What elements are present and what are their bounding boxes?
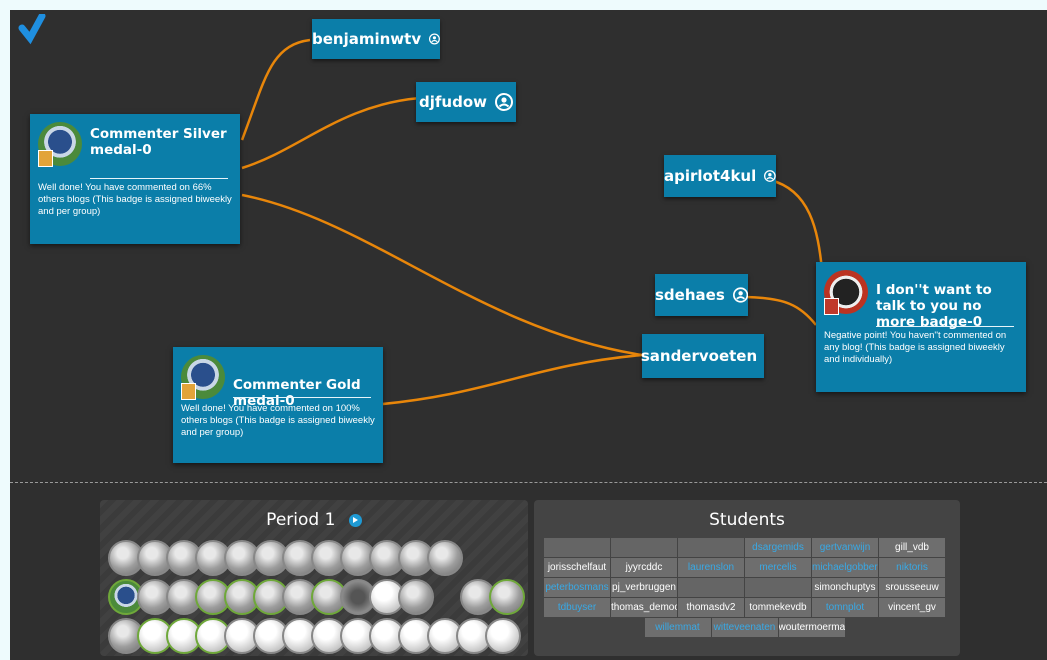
badge-header: Commenter Silver medal-0 [38,122,232,179]
student-cell[interactable]: jorisschelfaut [544,558,610,577]
section-divider [10,482,1047,483]
student-cell[interactable]: gill_vdb [879,538,945,557]
user-node-sdehaes[interactable]: sdehaes [655,274,748,316]
user-profile-icon [732,287,748,303]
badge-grid [108,540,525,657]
student-cell[interactable]: willemmat [644,618,711,637]
user-profile-icon [494,93,513,111]
student-cell [611,538,677,557]
student-cell[interactable]: thomas_demoor [611,598,677,617]
title-divider [233,397,371,398]
user-node-apirlot4kul[interactable]: apirlot4kul [664,155,776,197]
user-name: djfudow [419,93,487,111]
badge-description: Well done! You have commented on 66% oth… [38,182,232,217]
edge-apirlot-dontwant [769,178,824,271]
user-name: sandervoeten [640,347,758,365]
badge-row [108,618,522,657]
badge-description: Well done! You have commented on 100% ot… [181,403,375,438]
student-cell [678,538,744,557]
edge-silver-djfudow [241,96,421,170]
student-cell[interactable]: witteveenaten [711,618,778,637]
badge-icon[interactable] [427,540,463,576]
badge-row [108,579,525,618]
badge-card-dont-want-to-talk[interactable]: I don''t want to talk to you no more bad… [816,262,1026,392]
badge-card-commenter-silver[interactable]: Commenter Silver medal-0 Well done! You … [30,114,240,244]
student-cell[interactable]: tdbuyser [544,598,610,617]
badge-description: Negative point! You haven''t commented o… [824,330,1007,365]
period-title: Period 1 [266,510,336,530]
user-name: sdehaes [655,286,725,304]
title-divider [90,178,228,179]
badge-level-icon [824,298,839,315]
student-cell[interactable]: peterbosmans [544,578,610,597]
next-period-icon[interactable] [348,513,362,527]
badge-icon[interactable] [253,618,289,654]
student-cell[interactable]: mercelis [745,558,811,577]
graph-canvas: benjaminwtv djfudow apirlot4kul sdehaes … [10,10,1047,660]
edge-silver-benjaminwtv [240,38,311,141]
badge-icon[interactable] [398,579,434,615]
student-cell[interactable]: srousseeuw [879,578,945,597]
badge-row [108,540,522,579]
students-title: Students [709,510,785,530]
badge-icon[interactable] [489,579,525,615]
student-cell[interactable]: gertvanwijn [812,538,878,557]
student-cell[interactable]: tomnplot [812,598,878,617]
student-cell[interactable]: woutermoermar [778,618,845,637]
badge-title: I don''t want to talk to you no more bad… [876,282,992,330]
student-cell [544,538,610,557]
student-cell[interactable]: michaelgobbers [812,558,878,577]
edge-silver-sandervoeten [241,193,643,357]
user-node-sandervoeten[interactable]: sandervoeten [640,334,764,378]
badge-level-icon [38,150,53,167]
period-header: Period 1 [100,510,528,530]
badge-card-commenter-gold[interactable]: Commenter Gold medal-0 Well done! You ha… [173,347,383,463]
edge-sdehaes-dontwant [745,295,817,326]
edge-gold-sandervoeten [371,353,643,407]
student-cell [678,578,744,597]
connection-lines [240,38,824,407]
badge-icon[interactable] [485,618,521,654]
user-node-djfudow[interactable]: djfudow [416,82,516,122]
user-name: benjaminwtv [312,30,422,48]
student-cell[interactable]: laurenslon [678,558,744,577]
user-node-benjaminwtv[interactable]: benjaminwtv [312,19,440,59]
period-badges-panel: Period 1 [100,500,528,656]
badge-header: I don''t want to talk to you no more bad… [824,270,1018,330]
title-divider [876,326,1014,327]
badge-header: Commenter Gold medal-0 [181,355,375,411]
student-cell[interactable]: pj_verbruggen [611,578,677,597]
student-cell[interactable]: thomasdv2 [678,598,744,617]
badge-icon[interactable] [253,579,289,615]
student-cell[interactable]: simonchuptys [812,578,878,597]
badge-icon[interactable] [427,618,463,654]
student-cell[interactable]: vincent_gv [879,598,945,617]
badge-title: Commenter Silver medal-0 [90,126,227,158]
student-cell [745,578,811,597]
student-cell[interactable]: niktoris [879,558,945,577]
user-profile-icon [764,170,776,182]
student-cell[interactable]: tommekevdb [745,598,811,617]
student-cell[interactable]: jyyrcddc [611,558,677,577]
student-cell[interactable]: dsargemids [745,538,811,557]
app-logo-icon [18,14,46,45]
user-profile-icon [429,33,440,45]
user-name: apirlot4kul [664,167,757,185]
badge-level-icon [181,383,196,400]
